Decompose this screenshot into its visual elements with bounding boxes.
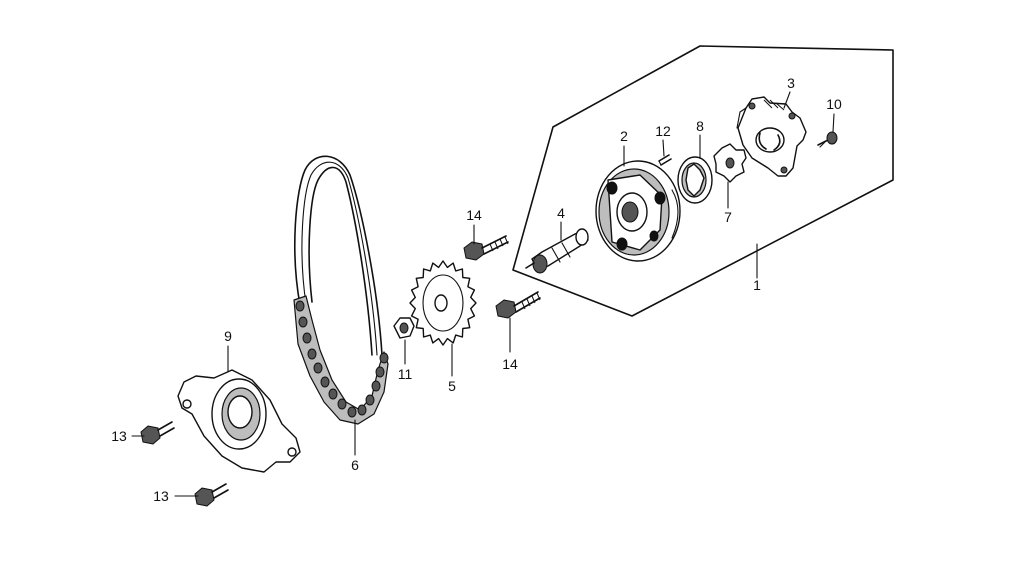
callout-9: 9	[224, 328, 232, 344]
bolt-13-lower	[194, 483, 229, 507]
pump-shaft	[525, 228, 589, 274]
pump-cover	[736, 96, 807, 177]
callout-8: 8	[696, 118, 704, 134]
chain-roller	[313, 362, 323, 374]
chain-roller	[328, 388, 338, 400]
callout-13-lower: 13	[153, 488, 169, 504]
inner-rotor	[713, 143, 747, 183]
callout-14-lower: 14	[502, 356, 518, 372]
dowel-pin	[658, 154, 672, 166]
callout-3: 3	[787, 75, 795, 91]
chain-roller	[298, 316, 308, 328]
leader-lines	[131, 91, 835, 497]
callout-11: 11	[398, 366, 413, 382]
chain-roller	[371, 380, 381, 392]
chain-roller	[302, 332, 312, 344]
bolt-14-upper	[463, 235, 509, 261]
callout-14-upper: 14	[466, 207, 482, 223]
screw-10	[817, 131, 838, 148]
chain-cover	[177, 369, 301, 473]
nut-11	[393, 317, 415, 339]
outer-rotor	[677, 156, 713, 204]
chain-roller	[295, 300, 305, 312]
callout-1: 1	[753, 277, 761, 293]
bolt-13-upper	[140, 421, 175, 445]
chain-roller	[379, 352, 389, 364]
callout-10: 10	[826, 96, 842, 112]
pump-body	[595, 160, 681, 262]
chain-roller	[337, 398, 347, 410]
callout-13-upper: 13	[111, 428, 127, 444]
assembly-outline	[512, 45, 894, 317]
sprocket	[409, 260, 477, 346]
chain-roller	[347, 406, 357, 418]
callout-5: 5	[448, 378, 456, 394]
drive-chain	[293, 155, 389, 425]
chain-roller	[357, 404, 367, 416]
chain-roller	[320, 376, 330, 388]
callout-2: 2	[620, 128, 628, 144]
callout-4: 4	[557, 205, 565, 221]
chain-roller	[365, 394, 375, 406]
chain-roller	[375, 366, 385, 378]
callout-12: 12	[655, 123, 671, 139]
bolt-14-lower	[495, 291, 541, 319]
callout-7: 7	[724, 209, 732, 225]
callout-6: 6	[351, 457, 359, 473]
chain-roller	[307, 348, 317, 360]
